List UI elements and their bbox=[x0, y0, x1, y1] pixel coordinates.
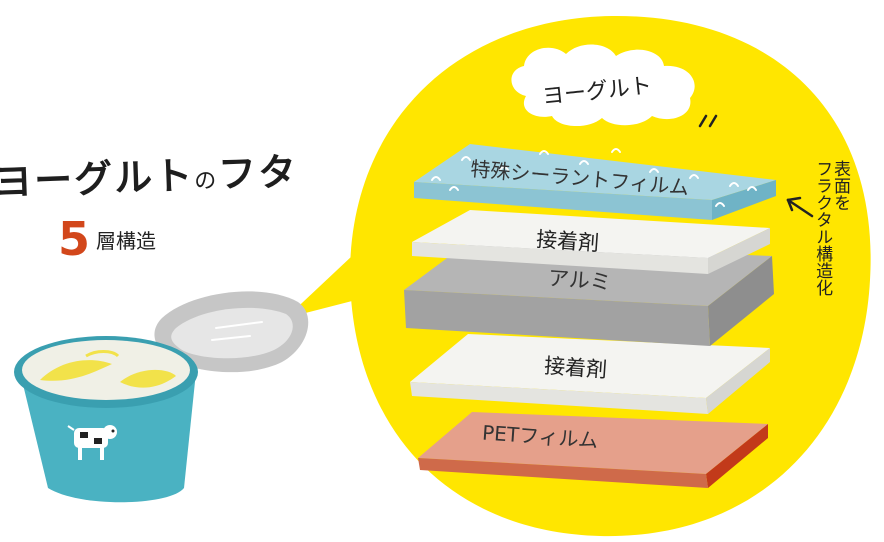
layer-label-aluminum: アルミ bbox=[547, 266, 611, 294]
layer-label-adhesive-1: 接着剤 bbox=[535, 227, 600, 255]
side-note-line2: フラクタル構造化 bbox=[812, 160, 833, 296]
title-particle: の bbox=[193, 168, 219, 195]
layer-sealant-film: 特殊シーラントフィルム bbox=[414, 144, 776, 220]
title-tail: フタ bbox=[217, 149, 299, 197]
quote-marks bbox=[698, 114, 718, 128]
layer-pet-film: PETフィルム bbox=[418, 412, 768, 488]
yogurt-cloud bbox=[511, 44, 695, 127]
cow-icon bbox=[67, 425, 117, 460]
arrow-icon bbox=[786, 196, 814, 218]
layer-adhesive-1: 接着剤 bbox=[412, 210, 770, 274]
fractal-texture bbox=[431, 148, 757, 207]
side-note-line1: 表面を bbox=[830, 160, 850, 211]
side-note: 表面をフラクタル構造化 bbox=[812, 160, 850, 296]
layer-label-adhesive-2: 接着剤 bbox=[543, 354, 608, 382]
speech-pointer bbox=[286, 256, 356, 318]
layer-count: 5 bbox=[58, 212, 91, 266]
subtitle-text: 層構造 bbox=[96, 228, 157, 253]
yogurt-cup-icon bbox=[14, 291, 309, 503]
page-title: ヨーグルトのフタ bbox=[0, 141, 299, 207]
title-main: ヨーグルト bbox=[0, 153, 195, 205]
layer-adhesive-2: 接着剤 bbox=[410, 334, 770, 414]
